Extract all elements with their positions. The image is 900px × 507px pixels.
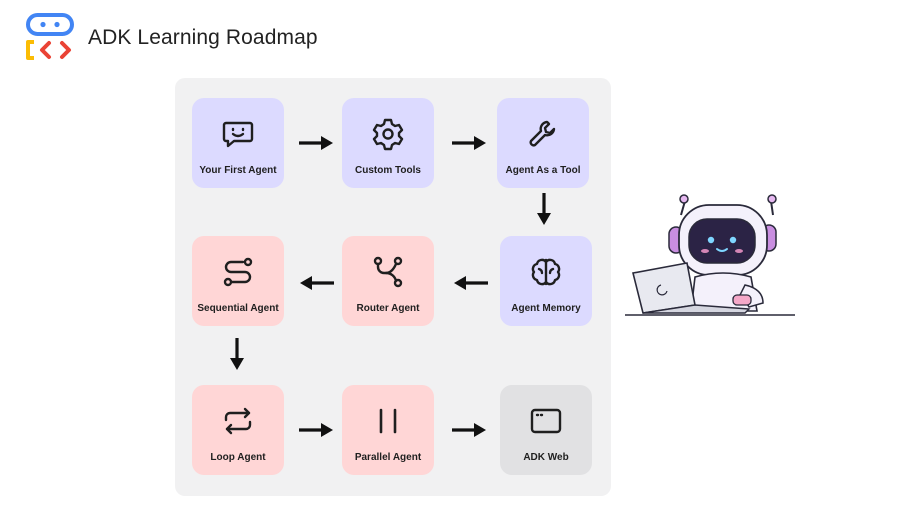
node-router-agent: Router Agent xyxy=(342,236,434,326)
loop-icon xyxy=(224,407,252,434)
node-label: Router Agent xyxy=(356,302,420,314)
arrow-right xyxy=(299,136,333,150)
node-label: Sequential Agent xyxy=(197,302,279,314)
node-custom-tools: Custom Tools xyxy=(342,98,434,188)
code-brackets-logo-icon xyxy=(26,13,74,60)
arrow-down xyxy=(537,193,551,225)
browser-window-icon xyxy=(530,408,562,433)
page-title: ADK Learning Roadmap xyxy=(88,26,318,49)
robot-laptop-illustration xyxy=(625,194,795,316)
arrow-left xyxy=(300,276,334,290)
route-icon xyxy=(223,257,253,286)
arrow-down xyxy=(230,338,244,370)
chat-smile-icon xyxy=(222,121,254,147)
router-icon xyxy=(373,256,403,287)
node-label: ADK Web xyxy=(523,451,569,463)
arrow-right xyxy=(452,136,486,150)
node-parallel-agent: Parallel Agent xyxy=(342,385,434,475)
brain-icon xyxy=(531,258,561,285)
header: ADK Learning Roadmap xyxy=(24,10,318,66)
node-label: Your First Agent xyxy=(199,164,277,176)
arrow-right xyxy=(452,423,486,437)
node-agent-as-a-tool: Agent As a Tool xyxy=(497,98,589,188)
wrench-icon xyxy=(529,120,556,146)
node-agent-memory: Agent Memory xyxy=(500,236,592,326)
node-label: Loop Agent xyxy=(210,451,266,463)
node-sequential-agent: Sequential Agent xyxy=(192,236,284,326)
node-adk-web: ADK Web xyxy=(500,385,592,475)
node-loop-agent: Loop Agent xyxy=(192,385,284,475)
node-your-first-agent: Your First Agent xyxy=(192,98,284,188)
node-label: Agent Memory xyxy=(511,302,581,314)
node-label: Agent As a Tool xyxy=(505,164,581,176)
arrow-left xyxy=(454,276,488,290)
node-label: Custom Tools xyxy=(355,164,421,176)
arrow-right xyxy=(299,423,333,437)
node-label: Parallel Agent xyxy=(354,451,422,463)
parallel-icon xyxy=(379,408,397,433)
gear-icon xyxy=(372,118,404,150)
